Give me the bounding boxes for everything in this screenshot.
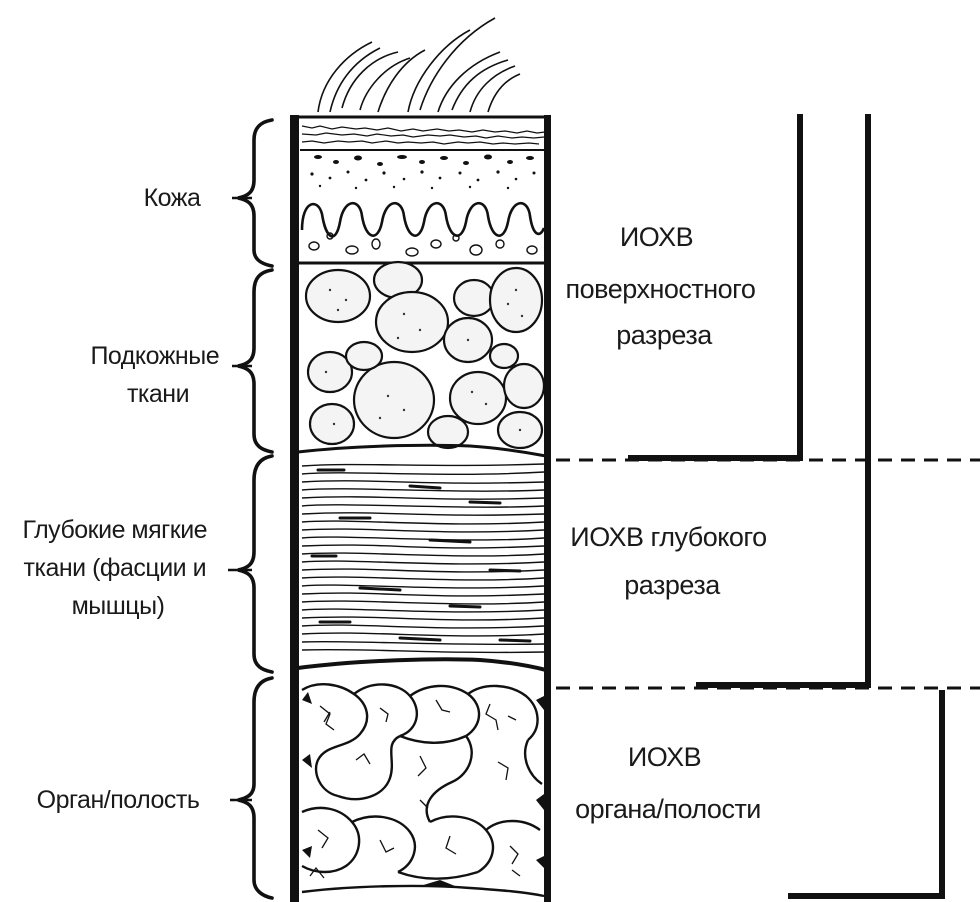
grass-illustration <box>318 18 520 112</box>
layer-label-skin: Кожа <box>144 184 201 212</box>
skin-brace <box>238 120 272 266</box>
deep-tissue-boundary-line <box>298 659 546 670</box>
label-leaders <box>228 198 252 800</box>
skin-layer-illustration <box>298 126 546 263</box>
zone-label-organ: ИОХВ органа/полости <box>575 742 761 824</box>
deep-tissue-layer-illustration <box>302 464 544 652</box>
zone-label-superficial: ИОХВ поверхностного разреза <box>566 222 763 350</box>
layer-label-deep-tissue: Глубокие мягкие ткани (фасции и мышцы) <box>22 516 213 620</box>
column-left-border <box>290 115 299 902</box>
subcutaneous-boundary-line <box>298 445 546 456</box>
subcutaneous-layer-illustration <box>306 262 544 448</box>
layer-label-organ: Орган/полость <box>37 786 200 814</box>
deep-zone-bracket <box>696 114 868 685</box>
layer-label-subcutaneous: Подкожные ткани <box>90 342 225 408</box>
level-dashed-lines <box>556 460 980 688</box>
deep-tissue-brace <box>238 456 272 672</box>
organ-layer-illustration <box>302 684 544 896</box>
subcutaneous-brace <box>238 270 272 452</box>
organ-dark-patches <box>302 692 544 888</box>
zone-label-deep: ИОХВ глубокого разреза <box>570 522 773 600</box>
column-right-border <box>544 115 551 902</box>
organ-zone-bracket <box>788 690 942 896</box>
organ-brace <box>238 678 272 898</box>
layer-braces <box>238 120 272 898</box>
